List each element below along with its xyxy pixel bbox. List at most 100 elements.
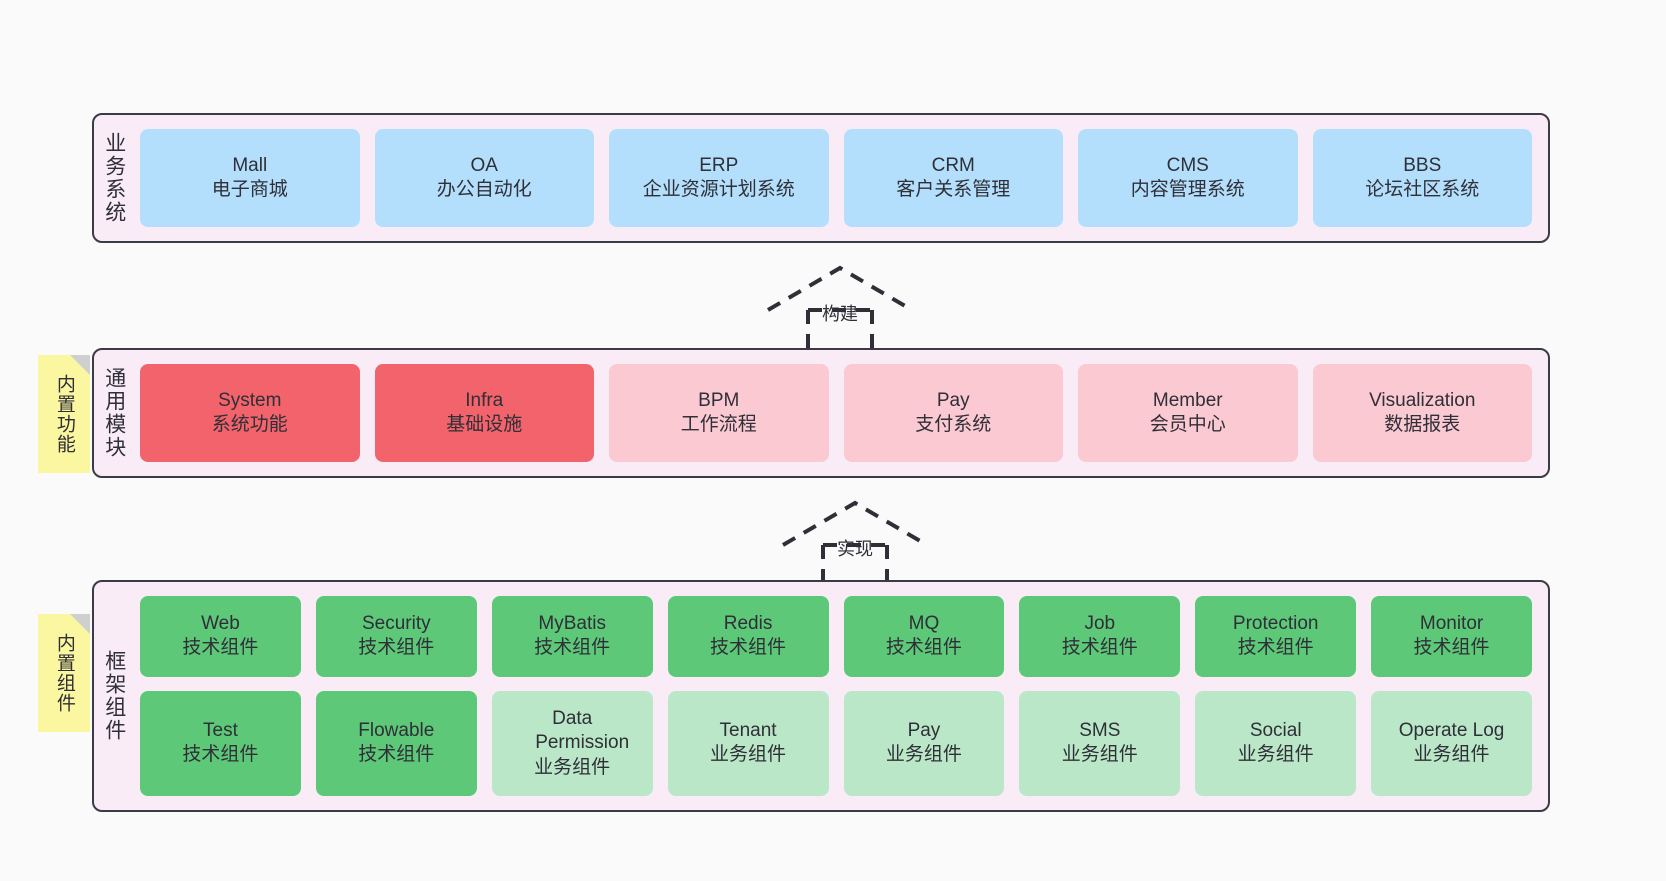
layer-panel-common: 通用模块 System 系统功能 Infra 基础设施 BPM 工作流程 Pay… — [92, 348, 1550, 478]
card-title: SMS — [1079, 720, 1121, 742]
card-pay-business[interactable]: Pay 业务组件 — [843, 690, 1005, 796]
card-title: Job — [1084, 613, 1116, 635]
card-erp[interactable]: ERP 企业资源计划系统 — [609, 129, 829, 227]
layer-label-common: 通用模块 — [102, 367, 126, 459]
card-subtitle: 工作流程 — [680, 414, 757, 435]
card-title: BPM — [698, 389, 740, 411]
card-title: Flowable — [358, 720, 435, 742]
layer-label-framework: 框架组件 — [102, 650, 126, 742]
card-operate-log[interactable]: Operate Log 业务组件 — [1371, 690, 1532, 796]
card-title: Mall — [232, 154, 268, 176]
card-title: Operate Log — [1398, 720, 1505, 742]
card-subtitle: 业务组件 — [1237, 744, 1314, 766]
card-web[interactable]: Web 技术组件 — [140, 596, 301, 677]
layer-body-common: System 系统功能 Infra 基础设施 BPM 工作流程 Pay 支付系统… — [134, 350, 1548, 476]
card-mq[interactable]: MQ 技术组件 — [843, 596, 1005, 677]
note-label: 内置组件 — [53, 633, 75, 713]
card-test[interactable]: Test 技术组件 — [140, 690, 301, 796]
card-subtitle: 业务组件 — [885, 744, 962, 766]
card-title: Monitor — [1419, 613, 1484, 635]
card-title: MyBatis — [538, 613, 606, 635]
card-title: Test — [203, 720, 238, 742]
card-mall[interactable]: Mall 电子商城 — [140, 129, 360, 227]
card-monitor[interactable]: Monitor 技术组件 — [1371, 596, 1532, 677]
card-title: CRM — [931, 154, 975, 176]
card-sms[interactable]: SMS 业务组件 — [1019, 690, 1181, 796]
card-title: CMS — [1166, 154, 1209, 176]
card-security[interactable]: Security 技术组件 — [315, 596, 477, 677]
card-data-permission[interactable]: Data Permission 业务组件 — [491, 690, 653, 796]
note-builtin-features: 内置功能 — [38, 355, 90, 473]
card-subtitle: 支付系统 — [915, 414, 992, 435]
card-system[interactable]: System 系统功能 — [140, 364, 360, 462]
card-row: Test 技术组件 Flowable 技术组件 Data Permission … — [140, 690, 1532, 796]
note-builtin-components: 内置组件 — [38, 614, 90, 732]
layer-body-business: Mall 电子商城 OA 办公自动化 ERP 企业资源计划系统 CRM 客户关系… — [134, 115, 1548, 241]
card-crm[interactable]: CRM 客户关系管理 — [843, 129, 1063, 227]
card-infra[interactable]: Infra 基础设施 — [374, 364, 594, 462]
card-subtitle: 基础设施 — [446, 414, 523, 435]
card-job[interactable]: Job 技术组件 — [1019, 596, 1181, 677]
card-cms[interactable]: CMS 内容管理系统 — [1078, 129, 1298, 227]
note-label: 内置功能 — [53, 374, 75, 454]
card-subtitle: 技术组件 — [885, 637, 962, 659]
card-title: Pay — [936, 389, 970, 411]
connector-implement: 实现 — [775, 497, 935, 585]
card-social[interactable]: Social 业务组件 — [1195, 690, 1357, 796]
card-subtitle: 电子商城 — [211, 179, 288, 200]
card-flowable[interactable]: Flowable 技术组件 — [315, 690, 477, 796]
connector-build-label: 构建 — [822, 304, 858, 324]
card-title: Member — [1152, 389, 1223, 411]
card-tenant[interactable]: Tenant 业务组件 — [667, 690, 829, 796]
card-title: Data Permission — [535, 707, 630, 754]
card-title: Security — [361, 613, 431, 635]
card-title: Redis — [723, 613, 773, 635]
card-title: Pay — [907, 720, 941, 742]
card-subtitle: 数据报表 — [1384, 414, 1461, 435]
connector-implement-label: 实现 — [837, 539, 873, 559]
card-row: System 系统功能 Infra 基础设施 BPM 工作流程 Pay 支付系统… — [140, 364, 1532, 462]
card-subtitle: 论坛社区系统 — [1365, 179, 1480, 200]
note-fold-corner — [70, 614, 90, 634]
card-subtitle: 内容管理系统 — [1130, 179, 1245, 200]
card-oa[interactable]: OA 办公自动化 — [374, 129, 594, 227]
card-title: Social — [1249, 720, 1302, 742]
layer-panel-business: 业务系统 Mall 电子商城 OA 办公自动化 ERP 企业资源计划系统 CRM… — [92, 113, 1550, 243]
card-subtitle: 办公自动化 — [436, 179, 532, 200]
card-title: Infra — [465, 389, 504, 411]
card-mybatis[interactable]: MyBatis 技术组件 — [491, 596, 653, 677]
card-subtitle: 技术组件 — [1413, 637, 1490, 659]
card-subtitle: 技术组件 — [182, 744, 259, 766]
card-subtitle: 客户关系管理 — [896, 179, 1011, 200]
card-protection[interactable]: Protection 技术组件 — [1195, 596, 1357, 677]
card-title: Visualization — [1369, 389, 1476, 411]
card-subtitle: 业务组件 — [534, 756, 611, 778]
card-subtitle: 技术组件 — [534, 637, 611, 659]
card-bpm[interactable]: BPM 工作流程 — [609, 364, 829, 462]
layer-body-framework: Web 技术组件 Security 技术组件 MyBatis 技术组件 Redi… — [134, 582, 1548, 810]
layer-label-business: 业务系统 — [102, 132, 126, 224]
arrow-head-outline — [766, 265, 914, 312]
card-subtitle: 会员中心 — [1149, 414, 1226, 435]
card-subtitle: 技术组件 — [358, 637, 435, 659]
card-subtitle: 技术组件 — [710, 637, 787, 659]
card-member[interactable]: Member 会员中心 — [1078, 364, 1298, 462]
note-fold-corner — [70, 355, 90, 375]
arrow-head-outline — [781, 500, 929, 547]
card-visualization[interactable]: Visualization 数据报表 — [1312, 364, 1532, 462]
card-title: System — [218, 389, 282, 411]
card-subtitle: 技术组件 — [182, 637, 259, 659]
card-pay[interactable]: Pay 支付系统 — [843, 364, 1063, 462]
card-bbs[interactable]: BBS 论坛社区系统 — [1312, 129, 1532, 227]
card-subtitle: 企业资源计划系统 — [642, 179, 795, 200]
card-row: Web 技术组件 Security 技术组件 MyBatis 技术组件 Redi… — [140, 596, 1532, 677]
card-redis[interactable]: Redis 技术组件 — [667, 596, 829, 677]
layer-panel-framework: 框架组件 Web 技术组件 Security 技术组件 MyBatis 技术组件… — [92, 580, 1550, 812]
card-title: Protection — [1232, 613, 1319, 635]
card-subtitle: 业务组件 — [710, 744, 787, 766]
card-subtitle: 技术组件 — [358, 744, 435, 766]
card-title: ERP — [699, 154, 739, 176]
card-subtitle: 技术组件 — [1061, 637, 1138, 659]
card-title: Tenant — [719, 720, 777, 742]
